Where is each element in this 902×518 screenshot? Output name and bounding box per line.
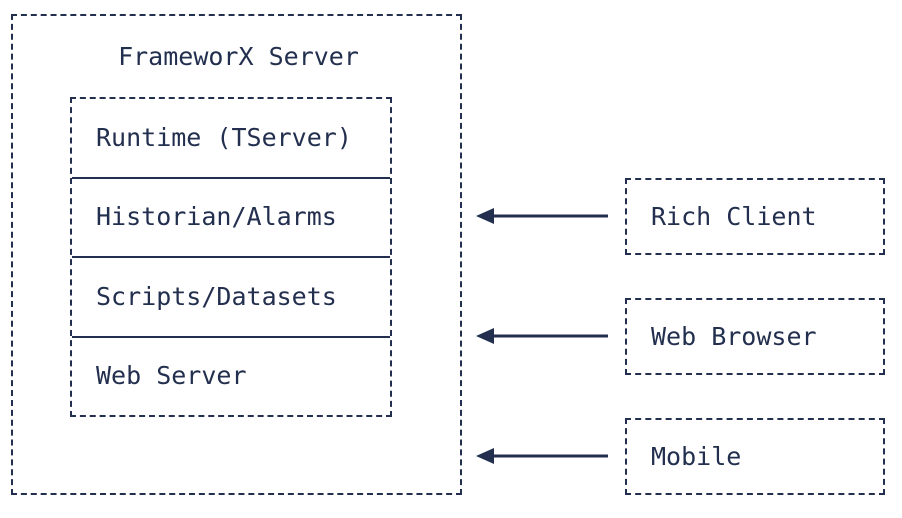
server-component-stack: Runtime (TServer) Historian/Alarms Scrip… <box>70 97 392 417</box>
stack-cell-runtime: Runtime (TServer) <box>96 122 352 152</box>
arrow-mobile-to-server <box>470 443 610 469</box>
stack-cell-scripts-datasets: Scripts/Datasets <box>72 256 390 336</box>
stack-cell-historian-alarms: Historian/Alarms <box>72 176 390 257</box>
client-box-rich-client: Rich Client <box>625 178 885 255</box>
framework-server-container: FrameworX Server Runtime (TServer) Histo… <box>11 14 462 495</box>
arrow-rich-client-to-server <box>470 203 610 229</box>
stack-cell-web-server: Web Server <box>72 335 390 416</box>
client-box-web-browser: Web Browser <box>625 298 885 375</box>
arrow-web-browser-to-server <box>470 323 610 349</box>
client-box-mobile: Mobile <box>625 418 885 495</box>
framework-server-title: FrameworX Server <box>118 42 359 71</box>
